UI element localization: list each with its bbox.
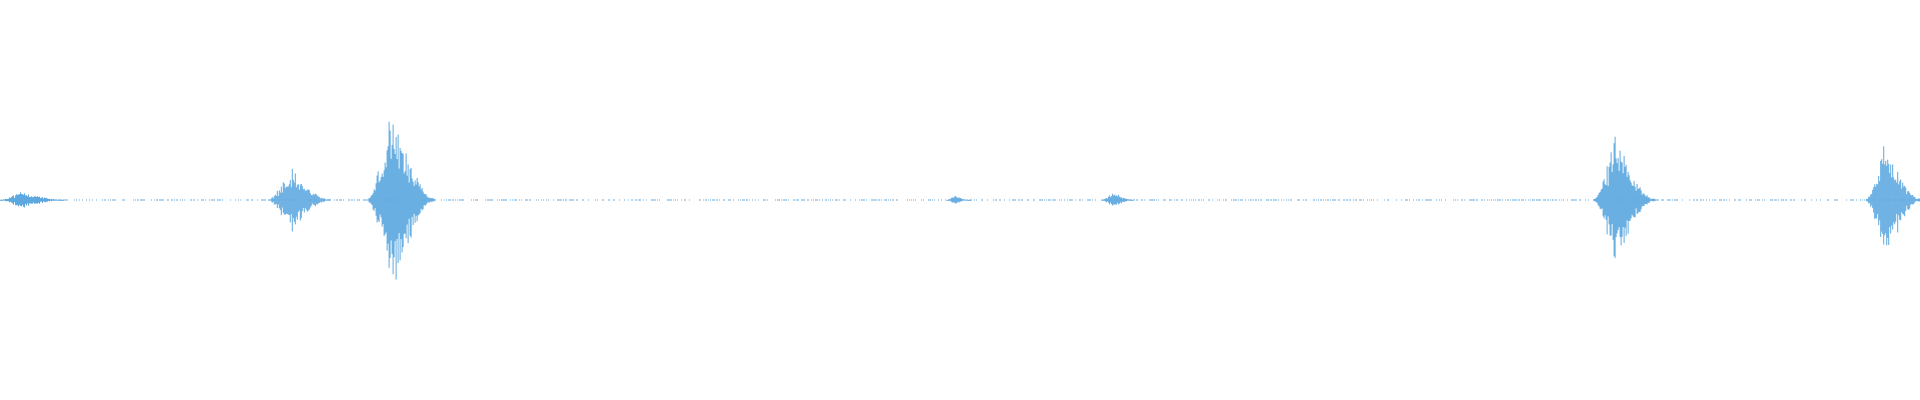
waveform-burst bbox=[268, 168, 331, 232]
waveform-burst bbox=[1866, 146, 1920, 246]
waveform-baseline bbox=[1, 199, 1920, 201]
waveform-burst bbox=[946, 195, 971, 204]
waveform-burst bbox=[368, 121, 435, 280]
waveform-burst bbox=[1102, 193, 1134, 206]
waveform-burst bbox=[1593, 136, 1656, 258]
waveform-burst bbox=[0, 192, 64, 208]
